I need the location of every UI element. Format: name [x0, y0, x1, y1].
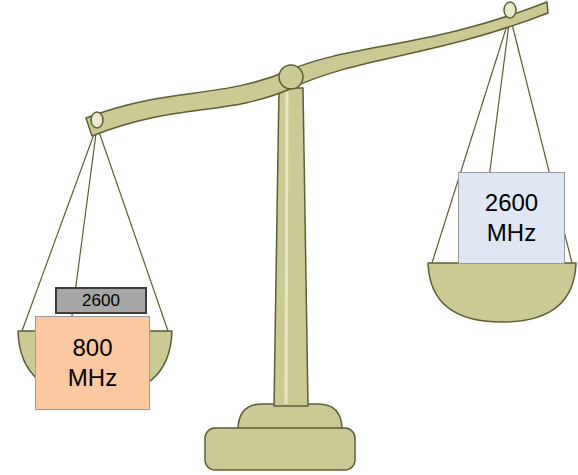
scale-post — [274, 88, 308, 406]
scale-pan — [428, 263, 576, 322]
weight-label: 800 MHz — [61, 333, 124, 393]
scale-pivot — [279, 65, 303, 89]
scale-beam — [86, 2, 548, 136]
pan-hook — [504, 2, 516, 18]
scale-foot — [205, 428, 355, 470]
scale-base — [238, 404, 342, 430]
post-highlight — [286, 92, 287, 404]
weight-label: 2600 MHz — [479, 188, 544, 248]
weight-box: 2600 — [55, 287, 147, 314]
pan-hook — [91, 112, 103, 128]
weight-box: 2600 MHz — [458, 172, 565, 264]
weight-label: 2600 — [82, 290, 120, 311]
weight-box: 800 MHz — [35, 316, 150, 410]
